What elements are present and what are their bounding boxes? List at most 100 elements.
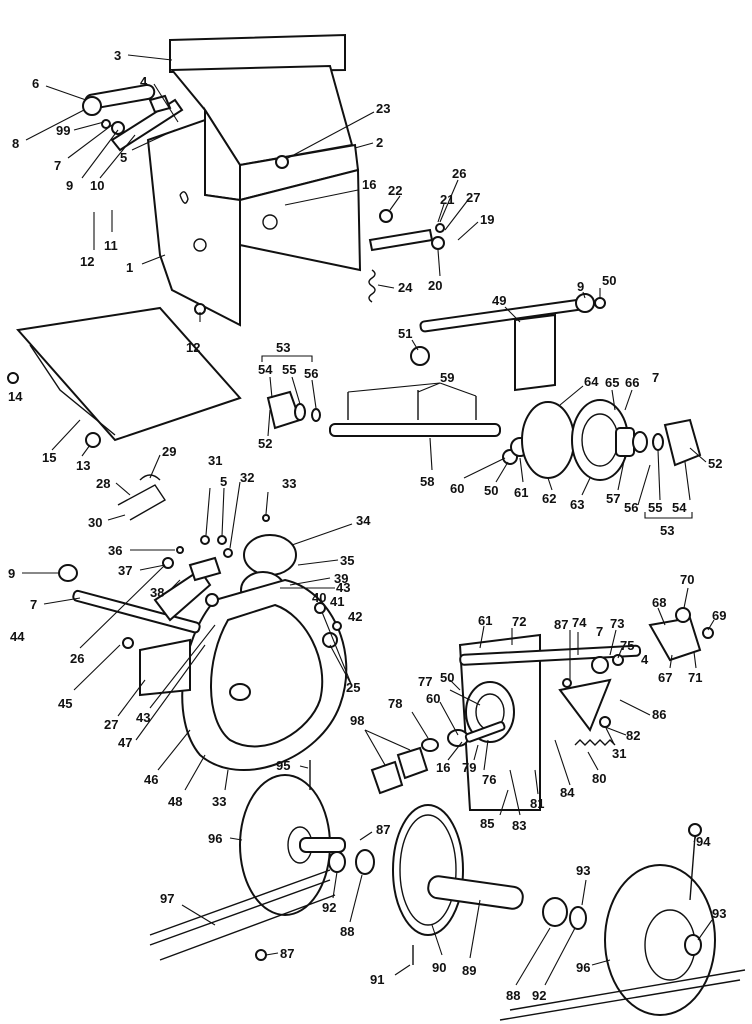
shift-linkage — [275, 155, 445, 303]
callout-64: 64 — [559, 374, 599, 406]
callout-69: 69 — [707, 608, 726, 631]
callout-55: 55 — [282, 362, 301, 405]
callout-88: 88 — [340, 874, 363, 939]
callout-73: 73 — [609, 616, 624, 656]
callout-41: 41 — [330, 594, 344, 609]
svg-text:78: 78 — [388, 696, 402, 711]
svg-text:31: 31 — [612, 746, 626, 761]
callout-16-b: 16 — [436, 741, 463, 775]
callout-61: 61 — [514, 457, 528, 500]
callout-52-b: 52 — [689, 447, 722, 471]
small-hardware — [117, 474, 270, 569]
callout-23: 23 — [287, 101, 390, 159]
callout-79: 79 — [462, 744, 479, 775]
callout-56-b: 56 — [624, 464, 651, 515]
wheels-and-axle — [149, 760, 746, 1021]
callout-82: 82 — [599, 724, 640, 743]
svg-text:68: 68 — [652, 595, 666, 610]
svg-text:12: 12 — [80, 254, 94, 269]
svg-text:96: 96 — [576, 960, 590, 975]
callout-60-b: 60 — [426, 691, 459, 736]
svg-text:28: 28 — [96, 476, 110, 491]
callout-1: 1 — [126, 254, 166, 275]
callout-3: 3 — [114, 48, 173, 63]
callout-92-b: 92 — [532, 927, 576, 1003]
callout-50-b: 50 — [484, 461, 509, 498]
svg-text:53: 53 — [660, 523, 674, 538]
callout-87-c: 87 — [265, 946, 294, 961]
svg-text:7: 7 — [596, 624, 603, 639]
svg-text:39: 39 — [334, 571, 348, 586]
svg-text:88: 88 — [340, 924, 354, 939]
callout-61-b: 61 — [478, 613, 492, 649]
svg-text:96: 96 — [208, 831, 222, 846]
callout-60: 60 — [450, 457, 506, 496]
callout-9-b: 9 — [577, 279, 586, 299]
idler-arm-assembly — [82, 83, 184, 152]
callout-84: 84 — [554, 739, 575, 800]
callout-59: 59 — [347, 370, 477, 397]
svg-text:25: 25 — [346, 680, 360, 695]
svg-text:64: 64 — [584, 374, 599, 389]
svg-text:15: 15 — [42, 450, 56, 465]
svg-text:94: 94 — [696, 834, 711, 849]
callout-15: 15 — [42, 419, 81, 465]
svg-text:20: 20 — [428, 278, 442, 293]
svg-text:14: 14 — [8, 389, 23, 404]
callout-99: 99 — [56, 121, 105, 138]
callout-24: 24 — [377, 280, 413, 295]
callout-31: 31 — [205, 453, 222, 536]
callout-92: 92 — [322, 871, 338, 915]
svg-text:91: 91 — [370, 972, 384, 987]
svg-text:74: 74 — [572, 615, 587, 630]
callout-35: 35 — [297, 553, 354, 568]
callout-44: 44 — [10, 629, 25, 644]
callout-20: 20 — [428, 249, 442, 293]
svg-text:32: 32 — [240, 470, 254, 485]
callout-4-b: 4 — [641, 652, 649, 667]
callout-88-b: 88 — [506, 927, 551, 1003]
svg-text:63: 63 — [570, 497, 584, 512]
svg-text:60: 60 — [426, 691, 440, 706]
svg-text:98: 98 — [350, 713, 364, 728]
svg-text:45: 45 — [58, 696, 72, 711]
callout-96-b: 96 — [576, 959, 611, 975]
callout-87-b: 87 — [359, 822, 390, 841]
callout-22: 22 — [388, 183, 402, 211]
svg-text:75: 75 — [620, 638, 634, 653]
callout-91: 91 — [370, 964, 411, 987]
svg-text:24: 24 — [398, 280, 413, 295]
callout-39: 39 — [289, 571, 348, 586]
callout-7-b: 7 — [652, 370, 659, 385]
callout-72: 72 — [511, 614, 526, 645]
callout-83: 83 — [509, 769, 526, 833]
svg-text:50: 50 — [440, 670, 454, 685]
callout-51: 51 — [398, 326, 419, 351]
svg-text:72: 72 — [512, 614, 526, 629]
svg-text:62: 62 — [542, 491, 556, 506]
callout-37: 37 — [118, 563, 166, 578]
svg-text:23: 23 — [376, 101, 390, 116]
svg-text:4: 4 — [641, 652, 649, 667]
svg-text:85: 85 — [480, 816, 494, 831]
svg-text:93: 93 — [576, 863, 590, 878]
callout-43-b: 43 — [136, 624, 216, 725]
svg-text:97: 97 — [160, 891, 174, 906]
svg-text:3: 3 — [114, 48, 121, 63]
callout-80: 80 — [587, 751, 606, 786]
callout-29: 29 — [149, 444, 176, 479]
svg-text:83: 83 — [512, 818, 526, 833]
svg-text:61: 61 — [478, 613, 492, 628]
callout-2: 2 — [354, 135, 383, 150]
callout-26-b: 26 — [70, 564, 166, 666]
callout-6: 6 — [32, 76, 87, 101]
svg-text:9: 9 — [577, 279, 584, 294]
svg-text:40: 40 — [312, 590, 326, 605]
svg-text:46: 46 — [144, 772, 158, 787]
svg-text:8: 8 — [12, 136, 19, 151]
svg-text:10: 10 — [90, 178, 104, 193]
callout-11: 11 — [104, 210, 118, 253]
svg-text:26: 26 — [70, 651, 84, 666]
callout-96: 96 — [208, 831, 243, 846]
callout-7-d: 7 — [596, 624, 603, 639]
